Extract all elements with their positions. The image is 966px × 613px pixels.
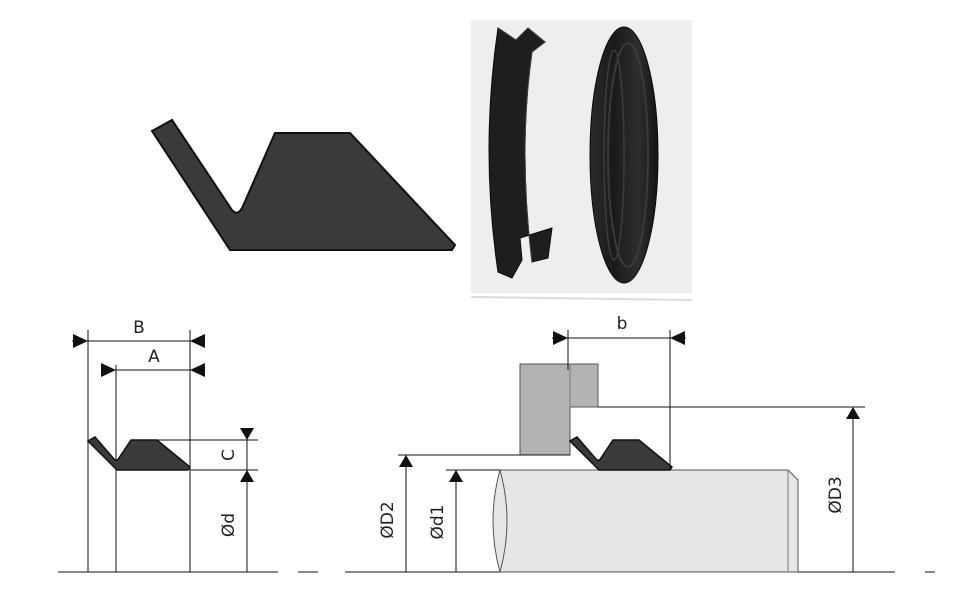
label-D2: ØD2 xyxy=(378,501,398,538)
seal-product-photo xyxy=(470,20,693,301)
label-D3: ØD3 xyxy=(826,476,846,513)
seal-cross-section-large xyxy=(150,118,457,251)
left-dimension-diagram: B A C Ød xyxy=(58,318,278,573)
seal-installed xyxy=(568,436,674,471)
housing xyxy=(519,363,599,456)
seal-cross-section-small xyxy=(86,436,192,471)
shaft xyxy=(492,469,799,573)
right-dimension-diagram: b ØD3 ØD2 Ød1 xyxy=(298,314,935,573)
label-A: A xyxy=(148,347,160,367)
label-C: C xyxy=(219,449,239,461)
label-d1: Ød1 xyxy=(428,505,448,540)
label-B: B xyxy=(133,318,145,338)
label-b: b xyxy=(617,314,628,334)
label-d: Ød xyxy=(219,513,239,537)
